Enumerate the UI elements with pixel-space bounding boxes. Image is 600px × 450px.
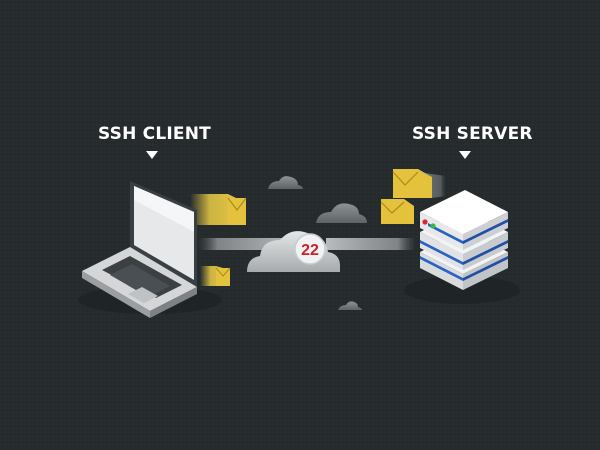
- port-number: 22: [301, 242, 319, 259]
- port-badge: 22: [294, 233, 326, 265]
- cloud-icon: [338, 301, 362, 310]
- envelope-icon: [380, 199, 414, 224]
- server-label: SSH SERVER: [412, 124, 533, 144]
- status-light-green: [430, 223, 436, 229]
- envelope-icon: [392, 169, 446, 198]
- server-icon: [404, 190, 520, 304]
- cloud-icon: [268, 176, 303, 189]
- connection-beam-right: [326, 238, 416, 250]
- laptop-icon: [78, 181, 222, 318]
- client-pointer-icon: [146, 151, 158, 159]
- client-label: SSH CLIENT: [98, 124, 211, 144]
- envelope-icon: [200, 266, 231, 286]
- envelope-icon: [190, 194, 247, 225]
- server-pointer-icon: [459, 151, 471, 159]
- status-light-red: [422, 219, 428, 225]
- cloud-icon: [316, 203, 367, 223]
